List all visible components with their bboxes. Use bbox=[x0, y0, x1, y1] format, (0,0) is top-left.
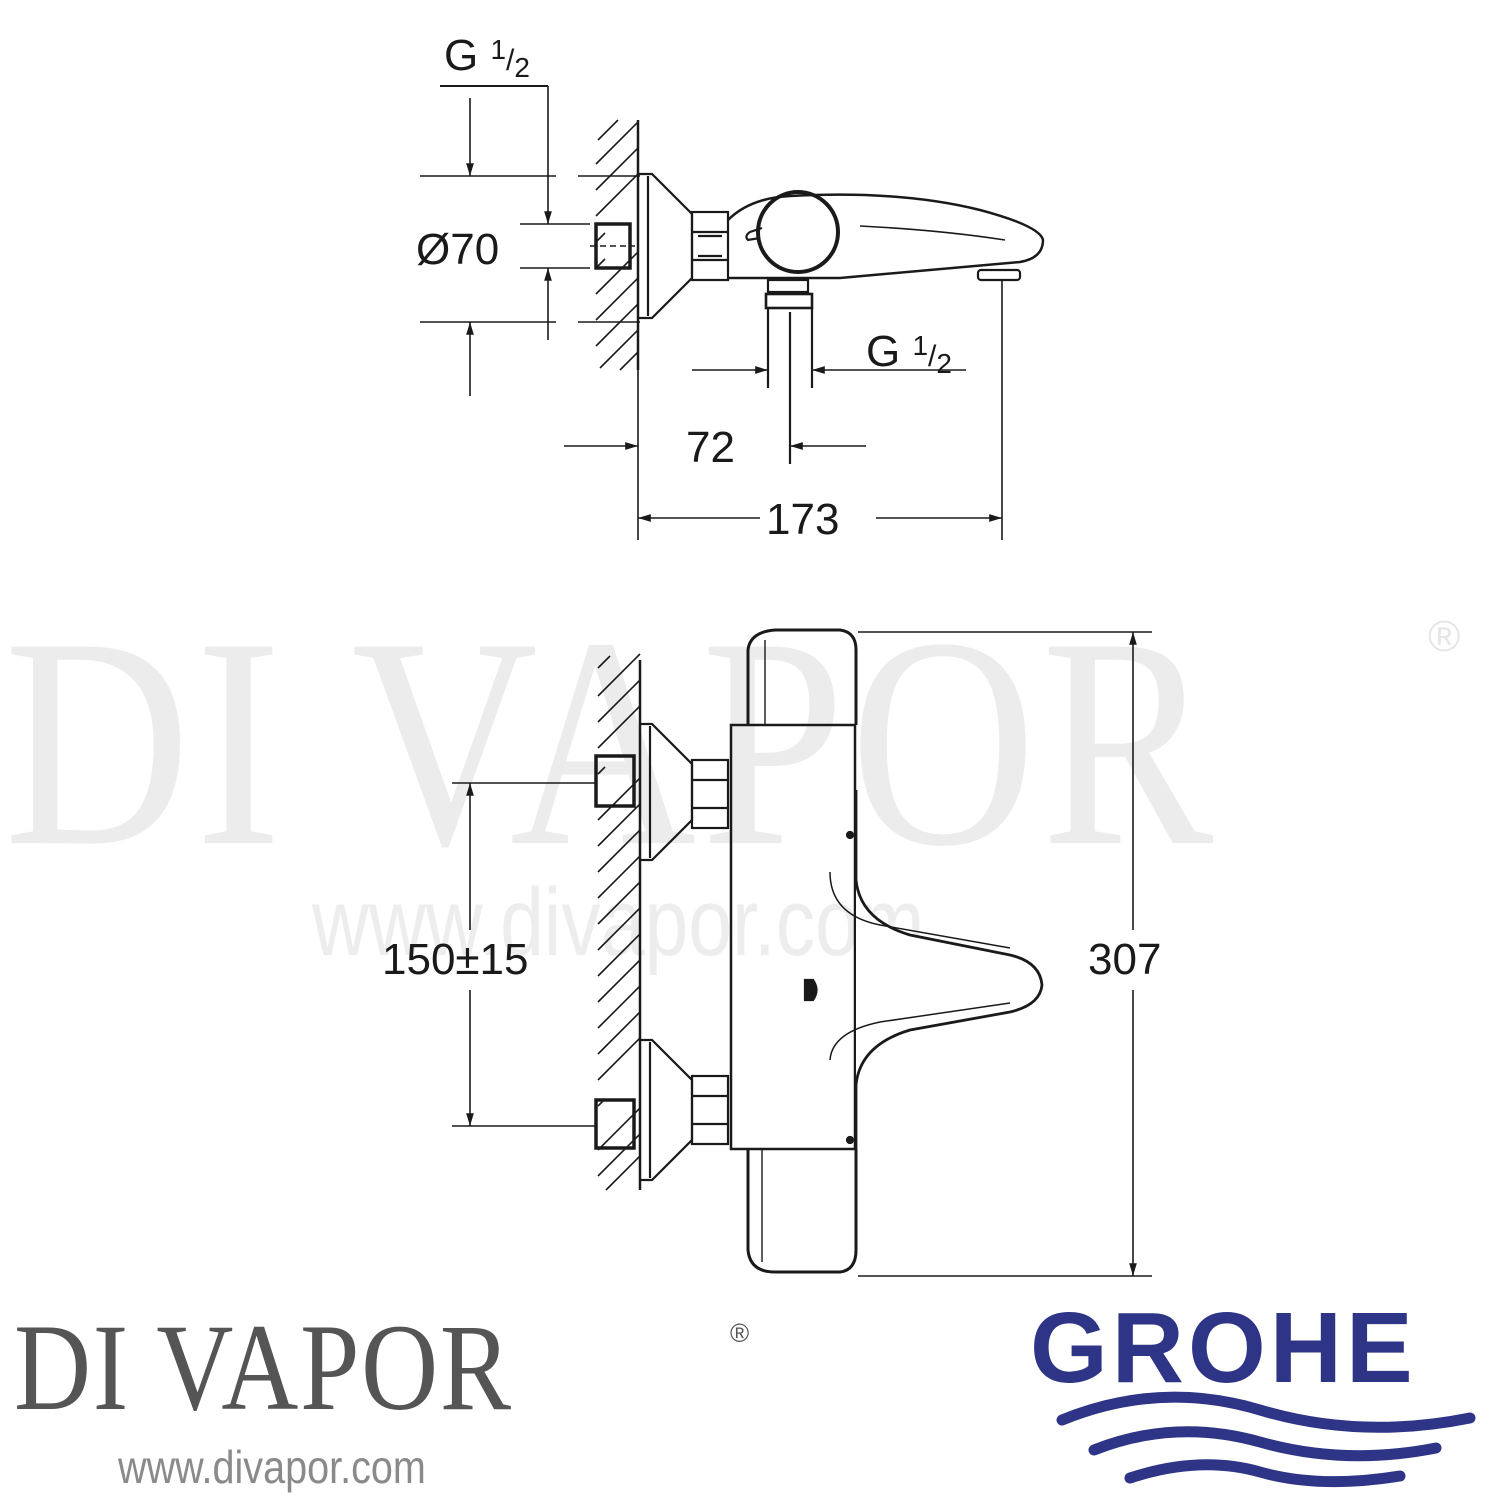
grohe-logo: GROHE bbox=[1030, 1292, 1417, 1404]
outlet-thread-label: G 1/2 bbox=[866, 327, 952, 379]
thread-fraction-num: 1 bbox=[490, 34, 507, 65]
thread-prefix: G bbox=[866, 327, 901, 376]
watermark-url: www.divapor.com bbox=[312, 869, 925, 976]
watermark-brand: DI VAPOR bbox=[4, 576, 1219, 908]
divapor-url: www.divapor.com bbox=[118, 1441, 426, 1493]
grohe-wave-icon bbox=[1056, 1391, 1476, 1488]
thread-fraction-num: 1 bbox=[912, 330, 929, 361]
diameter-label: Ø70 bbox=[416, 225, 500, 274]
front-view bbox=[452, 628, 1152, 1277]
divapor-registered-mark: ® bbox=[730, 1318, 750, 1348]
divapor-logo: DI VAPOR bbox=[14, 1299, 513, 1436]
watermark-registered-mark: ® bbox=[1428, 612, 1461, 661]
thread-fraction-den: 2 bbox=[514, 52, 530, 83]
inlet-thread-label: G 1/2 bbox=[444, 31, 530, 83]
dimension-height-label: 307 bbox=[1088, 935, 1162, 984]
dimension-72-label: 72 bbox=[686, 423, 735, 472]
thread-fraction-den: 2 bbox=[936, 348, 952, 379]
side-view bbox=[420, 85, 1045, 540]
thread-prefix: G bbox=[444, 31, 479, 80]
dimension-173-label: 173 bbox=[766, 495, 840, 544]
dimension-centres-label: 150±15 bbox=[382, 935, 529, 984]
